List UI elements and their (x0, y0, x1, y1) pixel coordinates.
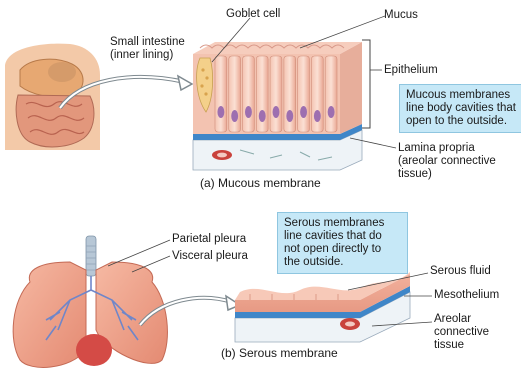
cell-nucleus (286, 110, 293, 122)
cell-nucleus (231, 110, 238, 122)
callout-serous: Serous membranes line cavities that do n… (277, 212, 408, 274)
cell-nucleus (245, 106, 252, 118)
label-parietal-pleura: Parietal pleura (172, 233, 246, 246)
label-lamina-propria: Lamina propria (areolar connective tissu… (398, 142, 496, 181)
caption-a: (a) Mucous membrane (200, 177, 321, 190)
cell-nucleus (273, 106, 280, 118)
caption-b: (b) Serous membrane (221, 347, 338, 360)
cell-nucleus (328, 106, 335, 118)
label-mesothelium: Mesothelium (434, 289, 499, 302)
label-goblet-cell: Goblet cell (226, 8, 280, 21)
label-serous-fluid: Serous fluid (430, 265, 491, 278)
label-epithelium: Epithelium (384, 64, 438, 77)
epithelium-bracket (362, 40, 370, 128)
callout-mucous: Mucous membranes line body cavities that… (399, 84, 521, 133)
epithelial-cell (270, 56, 282, 132)
cell-nucleus (314, 110, 321, 122)
lungs-illustration (13, 236, 167, 367)
torso-illustration (5, 44, 100, 150)
cell-nucleus (300, 106, 307, 118)
epithelial-cells (215, 56, 337, 132)
label-visceral-pleura: Visceral pleura (172, 250, 248, 263)
epithelial-cell (243, 56, 255, 132)
epithelial-cell (298, 56, 310, 132)
epithelial-cell (325, 56, 337, 132)
label-areolar: Areolar connective tissue (434, 313, 489, 352)
epithelial-cell (215, 56, 227, 132)
label-small-intestine: Small intestine (inner lining) (110, 36, 185, 62)
label-mucus: Mucus (384, 9, 418, 22)
cell-nucleus (259, 110, 266, 122)
cell-nucleus (217, 106, 224, 118)
